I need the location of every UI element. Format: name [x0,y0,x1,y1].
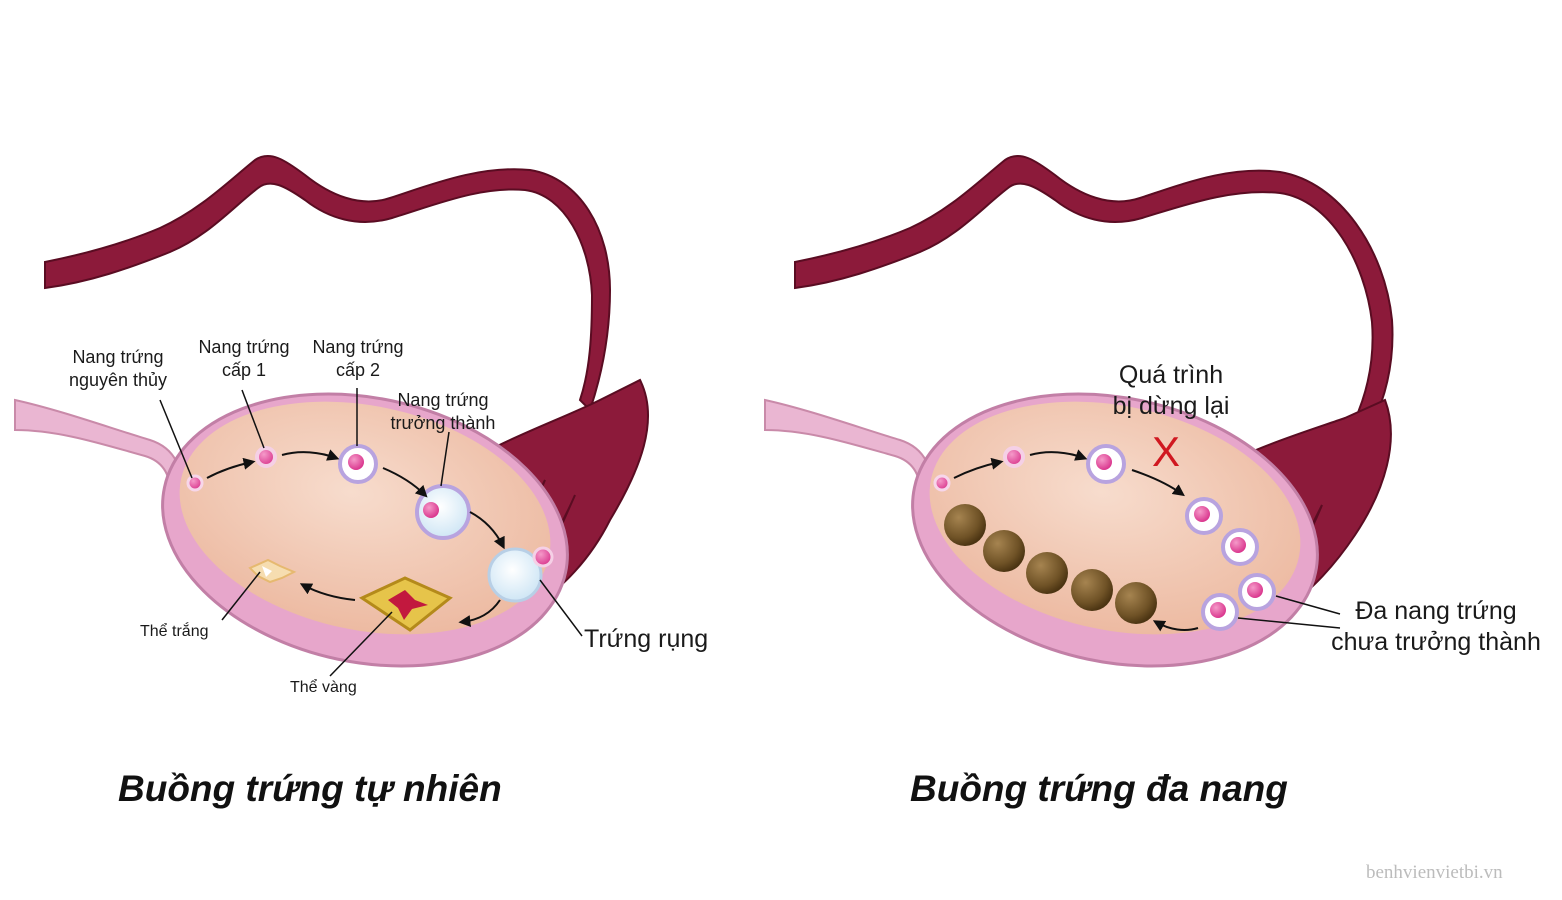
left-ovarian-ligament [14,398,183,502]
label-corpus-albicans: Thể trắng [140,623,209,640]
right-cycle-arrows [953,449,1199,632]
left-pointer-lines [159,388,583,677]
cyst [1071,569,1113,611]
immature-follicle [1185,497,1223,535]
label-secondary-follicle: Nang trứng cấp 2 [312,337,404,380]
left-cycle-arrows [206,449,505,628]
corpus-albicans [248,558,297,584]
label-process-stopped: Quá trình bị dừng lại [1112,361,1230,421]
immature-follicle [1221,528,1259,566]
right-ovarian-ligament [764,398,933,502]
right-follicles [933,444,1276,631]
label-primordial-follicle: Nang trứng nguyên thủy [68,347,168,390]
caption-polycystic-ovary: Buồng trứng đa nang [910,768,1288,809]
right-primordial-follicle [933,474,951,492]
immature-follicle [1238,573,1276,611]
caption-natural-ovary: Buồng trứng tự nhiên [118,768,502,809]
left-ovary-diagram [14,155,649,668]
label-primary-follicle: Nang trứng cấp 1 [198,337,290,380]
immature-follicle [1201,593,1239,631]
right-secondary-follicle [1086,444,1126,484]
label-ovulation: Trứng rụng [584,625,709,653]
label-corpus-luteum: Thể vàng [290,679,357,696]
ovulating-follicle [487,546,554,603]
ovarian-cysts [944,504,1157,624]
primordial-follicle [186,474,204,492]
right-primary-follicle [1003,446,1025,468]
label-mature-follicle: Nang trứng trưởng thành [390,390,496,433]
watermark: benhvienvietbi.vn [1366,862,1503,883]
secondary-follicle [338,444,378,484]
cyst [944,504,986,546]
primary-follicle [255,446,277,468]
left-follicles [186,444,554,632]
cyst [1026,552,1068,594]
right-ovary-diagram [764,155,1394,668]
cyst [983,530,1025,572]
label-immature-follicles: Đa nang trứng chưa trưởng thành [1331,597,1541,657]
stop-mark: X [1152,428,1181,475]
corpus-luteum [358,576,453,632]
right-pointer-lines [1237,595,1341,629]
mature-follicle [415,484,471,540]
cyst [1115,582,1157,624]
